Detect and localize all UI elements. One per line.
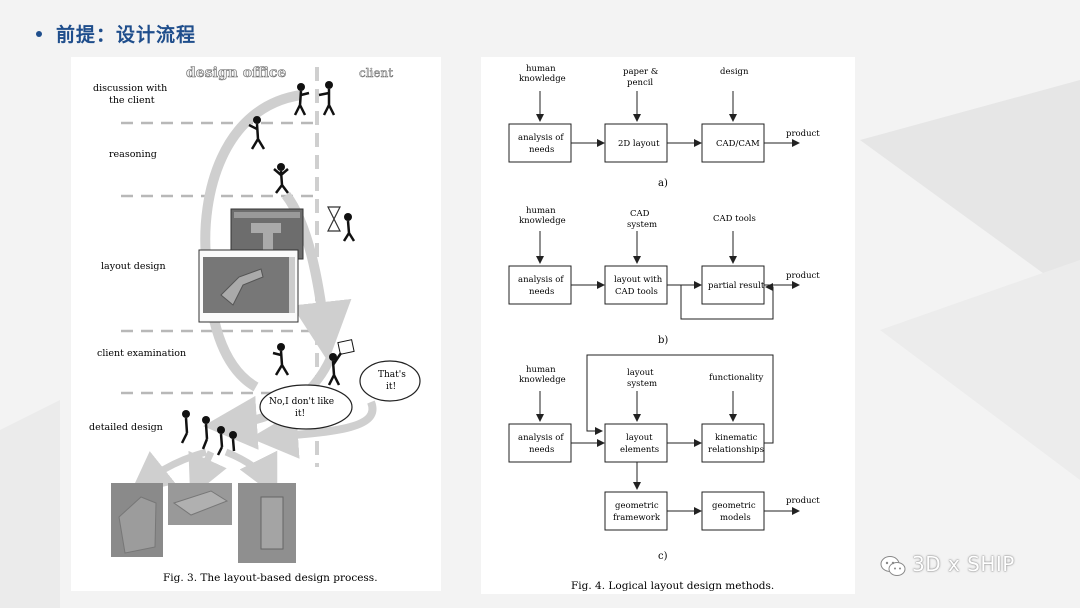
- client-figure-icon: [318, 81, 336, 116]
- fig3-stage-label: layout design: [101, 261, 166, 272]
- fig4b-feedback-arrow: [680, 283, 774, 320]
- fig4b-label: b): [658, 335, 668, 346]
- designer-figure-icon: [293, 83, 310, 116]
- fig4b-input-label: CAD tools: [713, 214, 756, 224]
- fig4c-box-kinematic: [701, 423, 765, 463]
- fig4a-label: a): [658, 178, 668, 189]
- cad-screenshot-front: [198, 249, 299, 323]
- watermark: 3D x SHIP: [880, 552, 1015, 577]
- fig4c-input-label: functionality: [709, 373, 764, 383]
- fig3-stage-label: reasoning: [109, 149, 157, 160]
- fig3-header-design-office: design office: [186, 65, 286, 81]
- fig4c-box-layout-elements: [604, 423, 668, 463]
- fig4a-box-text: 2D layout: [618, 139, 660, 149]
- fig4c-feedback-arrow: [586, 354, 774, 444]
- slide-title: 前提：设计流程: [36, 20, 196, 47]
- fig4a-input-label: paper &pencil: [623, 67, 659, 88]
- fig3-flow-arrow: [281, 191, 352, 362]
- fig4a-box-cadcam: [701, 123, 765, 163]
- fig4c-label: c): [658, 551, 668, 562]
- fig4b-box-analysis: [508, 265, 572, 305]
- fig4a-output-label: product: [786, 129, 820, 139]
- bullet-icon: [36, 30, 42, 37]
- fig4b-box-layout-cad: [604, 265, 668, 305]
- fig4b-box-text: partial result: [708, 281, 765, 291]
- fig3-flow-arrow: [224, 448, 278, 498]
- detail-model-shape: [172, 490, 229, 516]
- fig4c-output-label: product: [786, 496, 820, 506]
- fig4c-box-geometric-models: [701, 491, 765, 531]
- detailed-design-team-icon: [180, 410, 237, 456]
- fig4-caption: Fig. 4. Logical layout design methods.: [571, 580, 774, 592]
- fig3-flow-arrow: [188, 450, 227, 498]
- thinking-figure-icon: [248, 116, 266, 150]
- fig4a-box-text: CAD/CAM: [716, 139, 760, 149]
- fig3-caption: Fig. 3. The layout-based design process.: [163, 572, 378, 584]
- slide-title-text: 前提：设计流程: [56, 24, 197, 46]
- detail-model-shape: [260, 496, 284, 550]
- fig4c-box-analysis: [508, 423, 572, 463]
- fig3-flow-arrow: [250, 400, 377, 459]
- fig3-stage-label: client examination: [97, 348, 186, 359]
- fig4a-box-analysis: [508, 123, 572, 163]
- speech-bubble-designer: [259, 384, 353, 430]
- fig4c-box-geometric-framework: [604, 491, 668, 531]
- detail-model-shape: [118, 496, 157, 554]
- fig3-stage-label: detailed design: [89, 422, 163, 433]
- examining-figure-icon: [272, 343, 290, 376]
- client-paper-figure-icon: [327, 339, 355, 386]
- hourglass-figure-icon: [327, 206, 356, 242]
- fig4b-output-label: product: [786, 271, 820, 281]
- watermark-text: 3D x SHIP: [912, 552, 1015, 576]
- speech-bubble-client: [359, 360, 421, 402]
- worried-figure-icon: [273, 163, 289, 194]
- fig4a-input-label: design: [720, 67, 749, 77]
- wechat-icon: [880, 555, 906, 576]
- fig3-header-client: client: [359, 66, 393, 80]
